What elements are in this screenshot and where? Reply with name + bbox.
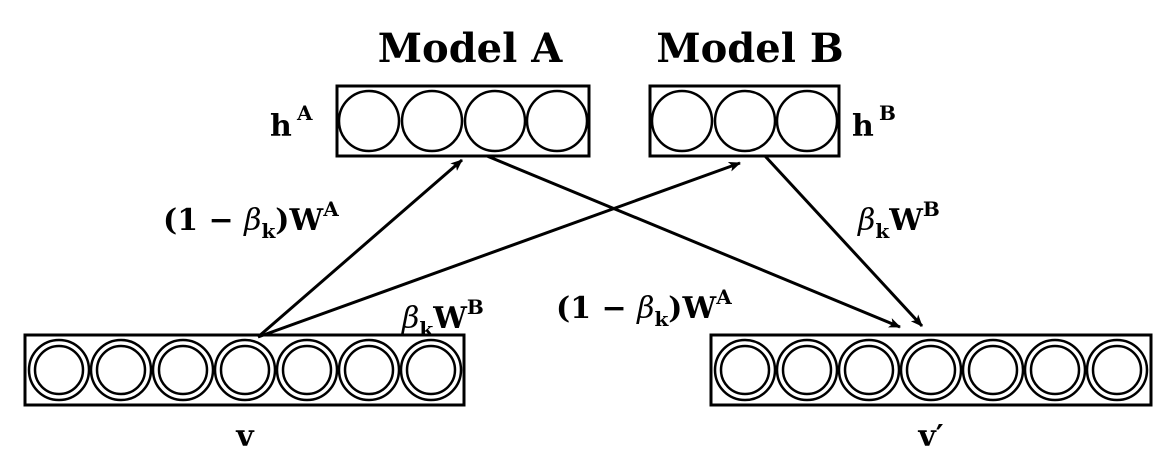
visible-units-out [713, 338, 1149, 402]
edge-label-in-to-b-beta: β [401, 301, 419, 336]
visible-unit-in-5 [275, 338, 339, 402]
edge-label-a-to-out-sub: k [654, 307, 669, 331]
hidden-unit-a-3 [463, 89, 527, 153]
hidden-label-a-sup: A [296, 101, 313, 125]
edge-label-a-to-out-suffix: )W [668, 291, 717, 326]
hidden-layer-b-box [648, 84, 841, 158]
edge-label-a-to-out: (1 − βk)WA [556, 285, 732, 331]
arrow-ha-to-vout [486, 154, 901, 329]
visible-unit-out-4 [899, 338, 963, 402]
edge-label-in-to-a-beta: β [243, 203, 261, 238]
hidden-label-b-base: h [852, 109, 874, 144]
hidden-label-b: h B [852, 101, 896, 144]
visible-units-in [27, 338, 463, 402]
edge-label-in-to-b-sup: B [467, 295, 484, 319]
visible-label-out: v′ [917, 419, 943, 454]
hidden-layer-b [648, 84, 841, 158]
svg-text:(1 − βk)WA: (1 − βk)WA [556, 285, 732, 331]
arrow-hb-to-vout [763, 154, 924, 328]
edge-label-in-to-a-suffix: )W [275, 203, 324, 238]
model-a-title: Model A [378, 25, 563, 72]
hidden-unit-b-2 [713, 89, 777, 153]
edge-label-b-to-out-sup: B [923, 197, 940, 221]
edge-label-a-to-out-beta: β [636, 291, 654, 326]
edge-label-in-to-b: βkWB [401, 295, 484, 341]
svg-text:βkWB: βkWB [857, 197, 940, 243]
edge-label-b-to-out: βkWB [857, 197, 940, 243]
hidden-label-b-sup: B [879, 101, 896, 125]
edge-label-in-to-b-suffix: W [432, 301, 468, 336]
model-b-title: Model B [656, 25, 843, 72]
hidden-unit-a-4 [525, 89, 589, 153]
visible-layer-in-box [23, 333, 466, 407]
svg-text:βkWB: βkWB [401, 295, 484, 341]
visible-unit-in-3 [151, 338, 215, 402]
visible-unit-out-1 [713, 338, 777, 402]
visible-unit-out-7 [1085, 338, 1149, 402]
visible-layer-out [709, 333, 1153, 407]
hidden-unit-b-1 [650, 89, 714, 153]
visible-label-in: v [235, 419, 255, 454]
arrow-v-to-ha [257, 158, 463, 339]
hidden-unit-a-2 [400, 89, 464, 153]
visible-unit-out-2 [775, 338, 839, 402]
visible-layer-in [23, 333, 466, 407]
visible-layer-out-box [709, 333, 1153, 407]
hidden-layer-a-box [335, 84, 591, 158]
visible-unit-in-6 [337, 338, 401, 402]
hidden-label-a: h A [270, 101, 313, 144]
hidden-unit-a-1 [337, 89, 401, 153]
edge-label-b-to-out-suffix: W [888, 203, 924, 238]
hidden-layer-a [335, 84, 591, 158]
visible-unit-in-2 [89, 338, 153, 402]
visible-unit-in-7 [399, 338, 463, 402]
visible-unit-out-5 [961, 338, 1025, 402]
hidden-unit-b-3 [775, 89, 839, 153]
visible-unit-out-6 [1023, 338, 1087, 402]
visible-unit-in-4 [213, 338, 277, 402]
hidden-label-a-base: h [270, 109, 292, 144]
arrow-v-to-hb [257, 161, 741, 339]
edge-label-in-to-a-sup: A [322, 197, 339, 221]
edge-label-b-to-out-beta: β [857, 203, 875, 238]
edge-label-in-to-a-prefix: (1 − [163, 203, 244, 238]
edge-label-b-to-out-sub: k [875, 219, 890, 243]
edge-label-in-to-a: (1 − βk)WA [163, 197, 339, 243]
visible-unit-out-3 [837, 338, 901, 402]
visible-unit-in-1 [27, 338, 91, 402]
edge-label-a-to-out-prefix: (1 − [556, 291, 637, 326]
svg-text:(1 − βk)WA: (1 − βk)WA [163, 197, 339, 243]
edge-label-a-to-out-sup: A [715, 285, 732, 309]
edge-label-in-to-a-sub: k [261, 219, 276, 243]
edge-label-in-to-b-sub: k [419, 317, 434, 341]
